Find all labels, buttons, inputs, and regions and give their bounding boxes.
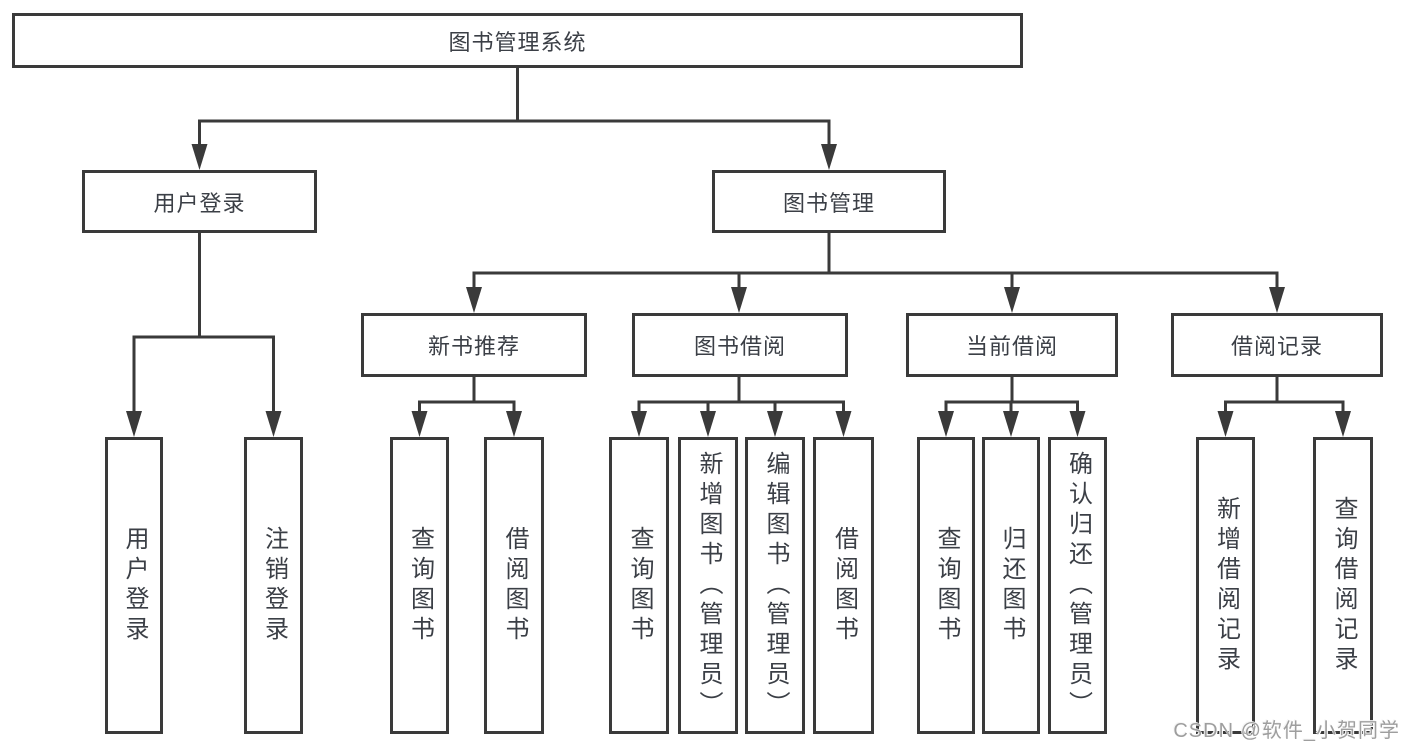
arrow-icon [1335, 411, 1351, 437]
leaf-edit-books-admin: 编辑图书（管理员） [745, 437, 805, 734]
leaf-label: 归还图书 [998, 525, 1025, 646]
leaf-label: 新增图书（管理员） [695, 450, 722, 721]
connector-book-management [472, 233, 1279, 292]
node-book-borrow: 图书借阅 [632, 313, 848, 377]
arrow-icon [631, 411, 647, 437]
node-book-management-branch: 图书管理 [712, 170, 946, 233]
node-label: 借阅记录 [1230, 334, 1323, 359]
arrow-icon [1004, 287, 1020, 313]
leaf-query-borrow-record: 查询借阅记录 [1313, 437, 1373, 734]
arrow-icon [466, 287, 482, 313]
leaf-query-books-recommend: 查询图书 [390, 437, 449, 734]
node-label: 图书管理系统 [448, 29, 587, 55]
node-current-borrow: 当前借阅 [906, 313, 1118, 377]
leaf-label: 查询图书 [933, 525, 960, 646]
node-user-login-branch: 用户登录 [82, 170, 317, 233]
leaf-label: 注销登录 [260, 525, 288, 646]
leaf-user-login: 用户登录 [105, 437, 163, 734]
node-borrow-records: 借阅记录 [1171, 313, 1383, 377]
leaf-borrow-books-recommend: 借阅图书 [484, 437, 544, 734]
leaf-label: 编辑图书（管理员） [762, 450, 789, 721]
leaf-borrow-books: 借阅图书 [813, 437, 874, 734]
connector-book-borrow [637, 377, 845, 416]
leaf-return-books: 归还图书 [982, 437, 1040, 734]
node-root-library-system: 图书管理系统 [12, 13, 1023, 68]
node-label: 图书借阅 [693, 334, 786, 359]
arrow-icon [411, 411, 428, 437]
leaf-label: 查询借阅记录 [1330, 495, 1357, 676]
leaf-add-books-admin: 新增图书（管理员） [678, 437, 738, 734]
connector-borrow-records [1224, 377, 1345, 416]
leaf-label: 确认归还（管理员） [1064, 450, 1092, 721]
arrow-icon [1069, 411, 1086, 437]
leaf-label: 借阅图书 [830, 525, 858, 646]
leaf-label: 新增借阅记录 [1212, 495, 1240, 676]
connector-new-book-recommend [418, 377, 516, 416]
node-label: 用户登录 [153, 190, 246, 216]
leaf-confirm-return-admin: 确认归还（管理员） [1048, 437, 1107, 734]
arrow-icon [1269, 287, 1285, 313]
leaf-query-books-current: 查询图书 [917, 437, 975, 734]
leaf-add-borrow-record: 新增借阅记录 [1196, 437, 1255, 734]
arrow-icon [265, 411, 282, 437]
node-label: 当前借阅 [965, 334, 1058, 359]
node-new-book-recommend: 新书推荐 [361, 313, 587, 377]
csdn-watermark: CSDN @软件_小贺同学 [1173, 720, 1400, 742]
leaf-query-books-borrow: 查询图书 [609, 437, 669, 734]
arrow-icon [731, 287, 747, 313]
arrow-icon [506, 411, 522, 437]
leaf-label: 查询图书 [406, 525, 434, 646]
arrow-icon [126, 411, 142, 437]
arrow-icon [821, 144, 837, 170]
arrow-icon [1003, 411, 1019, 437]
node-label: 新书推荐 [427, 334, 520, 359]
leaf-label: 查询图书 [626, 525, 653, 646]
arrow-icon [1217, 411, 1234, 437]
leaf-label: 用户登录 [121, 525, 148, 646]
arrow-icon [700, 411, 716, 437]
connector-current-borrow [944, 377, 1079, 416]
arrow-icon [938, 411, 954, 437]
arrow-icon [767, 411, 783, 437]
leaf-label: 借阅图书 [501, 525, 528, 646]
node-label: 图书管理 [782, 190, 875, 216]
arrow-icon [835, 411, 852, 437]
connector-root [198, 68, 831, 152]
arrow-icon [191, 144, 208, 170]
connector-user-login [132, 233, 275, 416]
leaf-logout: 注销登录 [244, 437, 303, 734]
